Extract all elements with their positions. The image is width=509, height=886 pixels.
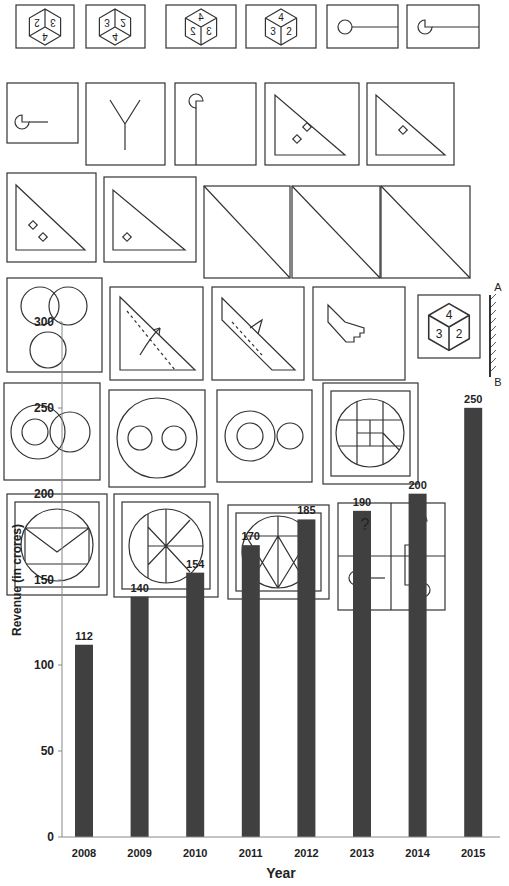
axis-tick: 2008 bbox=[72, 848, 96, 859]
cube-digit: 2 bbox=[286, 27, 292, 37]
bar bbox=[131, 597, 149, 837]
cube-digit: 3 bbox=[436, 328, 443, 340]
cube-digit: 2 bbox=[456, 328, 463, 340]
bar bbox=[409, 494, 427, 837]
cube-digit: 4 bbox=[198, 13, 204, 23]
axis-tick: 300 bbox=[34, 316, 54, 328]
axis-tick: 200 bbox=[34, 488, 54, 500]
axis-tick: 150 bbox=[34, 574, 54, 586]
cube-digit: 2 bbox=[190, 27, 196, 37]
axis-tick: 2015 bbox=[461, 848, 485, 859]
axis-tick: 2011 bbox=[239, 848, 263, 859]
cube-digit: 4 bbox=[42, 31, 48, 41]
bar bbox=[186, 573, 204, 837]
cube-digit: 3 bbox=[104, 17, 110, 27]
cube-digit: 4 bbox=[278, 13, 284, 23]
bar-value: 140 bbox=[130, 582, 148, 593]
bar bbox=[75, 645, 93, 837]
bar-value: 200 bbox=[408, 479, 426, 490]
axis-tick: 50 bbox=[41, 745, 54, 757]
mirror-label: A bbox=[494, 282, 501, 293]
axis-tick: 0 bbox=[47, 831, 54, 843]
axis-tick: 2009 bbox=[127, 848, 151, 859]
axis-tick: 100 bbox=[34, 659, 54, 671]
bar-value: 250 bbox=[464, 393, 482, 404]
axis-tick: 2013 bbox=[350, 848, 374, 859]
question-mark: ? bbox=[361, 517, 370, 533]
bar bbox=[464, 408, 482, 837]
cube-digit: 3 bbox=[50, 17, 56, 27]
axis-tick: 250 bbox=[34, 402, 54, 414]
bar-value: 154 bbox=[186, 558, 204, 569]
cube-digit: 4 bbox=[446, 309, 453, 321]
bar-value: 190 bbox=[353, 496, 371, 507]
axis-title: Revenue (in crores) bbox=[11, 524, 23, 636]
axis-tick: 2014 bbox=[405, 848, 429, 859]
axis-title: Year bbox=[266, 866, 296, 880]
cube-digit: 2 bbox=[120, 17, 126, 27]
bar bbox=[353, 511, 371, 837]
bar-value: 170 bbox=[242, 531, 260, 542]
cube-digit: 4 bbox=[112, 31, 118, 41]
cube-digit: 3 bbox=[270, 27, 276, 37]
axis-tick: 2010 bbox=[183, 848, 207, 859]
bar-chart bbox=[58, 322, 500, 837]
bar-value: 112 bbox=[75, 630, 93, 641]
bar-value: 185 bbox=[297, 505, 315, 516]
bar bbox=[242, 545, 260, 837]
cube-digit: 2 bbox=[34, 17, 40, 27]
cube-digit: 3 bbox=[206, 27, 212, 37]
mirror-label: B bbox=[494, 377, 501, 388]
axis-tick: 2012 bbox=[294, 848, 318, 859]
bar bbox=[297, 519, 315, 837]
